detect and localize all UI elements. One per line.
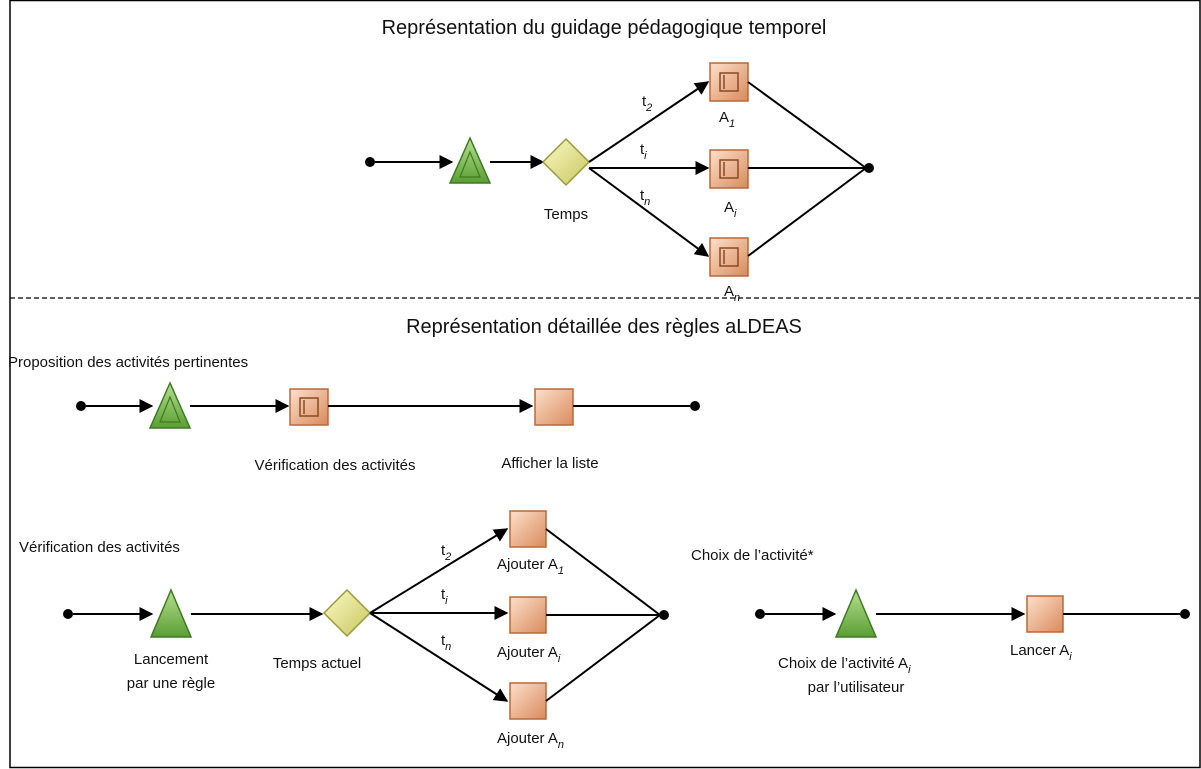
rule2-end-dot: [659, 610, 669, 620]
rule2-label-lancement-1: Lancement: [134, 651, 209, 668]
rule2-label-ajouter-ai: Ajouter Ai: [497, 644, 561, 665]
rule1-triangle-icon: [148, 381, 192, 429]
rule2-edge-a1-end: [545, 528, 661, 616]
end-dot: [864, 163, 874, 173]
label-ai: Ai: [724, 199, 737, 220]
rule3-start-dot: [755, 609, 765, 619]
rule3-title: Choix de l’activité*: [691, 547, 814, 564]
rule3-choix-triangle-icon: [834, 588, 878, 638]
rule1-end-dot: [690, 401, 700, 411]
edge-tn: [588, 167, 710, 257]
rule2-edge-an-end: [545, 614, 661, 702]
rule2-start-dot: [63, 609, 73, 619]
rule2-flow: Vérification des activités Lancement par…: [19, 510, 669, 751]
edge-label-t2: t2: [642, 93, 652, 114]
trigger-triangle-icon: [448, 136, 492, 184]
edge-t2: [588, 81, 710, 163]
rule2-lancement-triangle-icon: [149, 588, 193, 638]
rule2-label-temps-actuel: Temps actuel: [273, 655, 361, 672]
rule3-end-dot: [1180, 609, 1190, 619]
title-bottom: Représentation détaillée des règles aLDE…: [406, 316, 802, 338]
rule3-label-choix-1: Choix de l’activité Ai: [778, 655, 911, 676]
top-flow: Temps t2 ti tn A1 Ai An: [365, 62, 874, 304]
rule2-edge-label-ti: ti: [441, 586, 448, 607]
rule3-label-lancer: Lancer Ai: [1010, 642, 1072, 663]
activity-a1-icon: [709, 62, 749, 102]
rule2-edge-label-t2: t2: [441, 542, 451, 563]
rule2-label-ajouter-a1: Ajouter A1: [497, 556, 564, 577]
activity-an-icon: [709, 237, 749, 277]
edge-an-end: [747, 167, 867, 257]
rule2-label-lancement-2: par une règle: [127, 675, 215, 692]
rule2-ajouter-ai-icon: [509, 596, 547, 634]
rule2-ajouter-an-icon: [509, 682, 547, 720]
temps-diamond-icon: [541, 137, 591, 187]
rule1-afficher-icon: [534, 388, 574, 426]
edge-label-tn: tn: [640, 187, 650, 208]
edge-a1-end: [747, 81, 867, 169]
rule1-flow: Proposition des activités pertinentes Vé…: [8, 354, 700, 474]
rule1-start-dot: [76, 401, 86, 411]
rule2-edge-t2: [369, 528, 509, 614]
rule3-label-choix-2: par l’utilisateur: [808, 679, 905, 696]
rule1-label-afficher: Afficher la liste: [501, 455, 598, 472]
start-dot: [365, 157, 375, 167]
rule3-flow: Choix de l’activité* Choix de l’activité…: [691, 547, 1190, 696]
rule2-edge-tn: [369, 612, 509, 702]
rule2-ajouter-a1-icon: [509, 510, 547, 548]
rule3-lancer-icon: [1026, 595, 1064, 633]
edge-label-ti: ti: [640, 141, 647, 162]
label-a1: A1: [719, 109, 735, 130]
rule2-title: Vérification des activités: [19, 539, 180, 556]
frame-border: [9, 0, 1201, 769]
rule2-label-ajouter-an: Ajouter An: [497, 730, 564, 751]
rule1-verification-icon: [289, 388, 329, 426]
rule1-title: Proposition des activités pertinentes: [8, 354, 248, 371]
rule2-edge-label-tn: tn: [441, 632, 451, 653]
title-top: Représentation du guidage pédagogique te…: [382, 17, 827, 39]
label-temps: Temps: [544, 206, 588, 223]
rule2-temps-diamond-icon: [322, 588, 372, 638]
rule1-label-verification: Vérification des activités: [255, 457, 416, 474]
label-an: An: [724, 283, 740, 304]
activity-ai-icon: [709, 149, 749, 189]
